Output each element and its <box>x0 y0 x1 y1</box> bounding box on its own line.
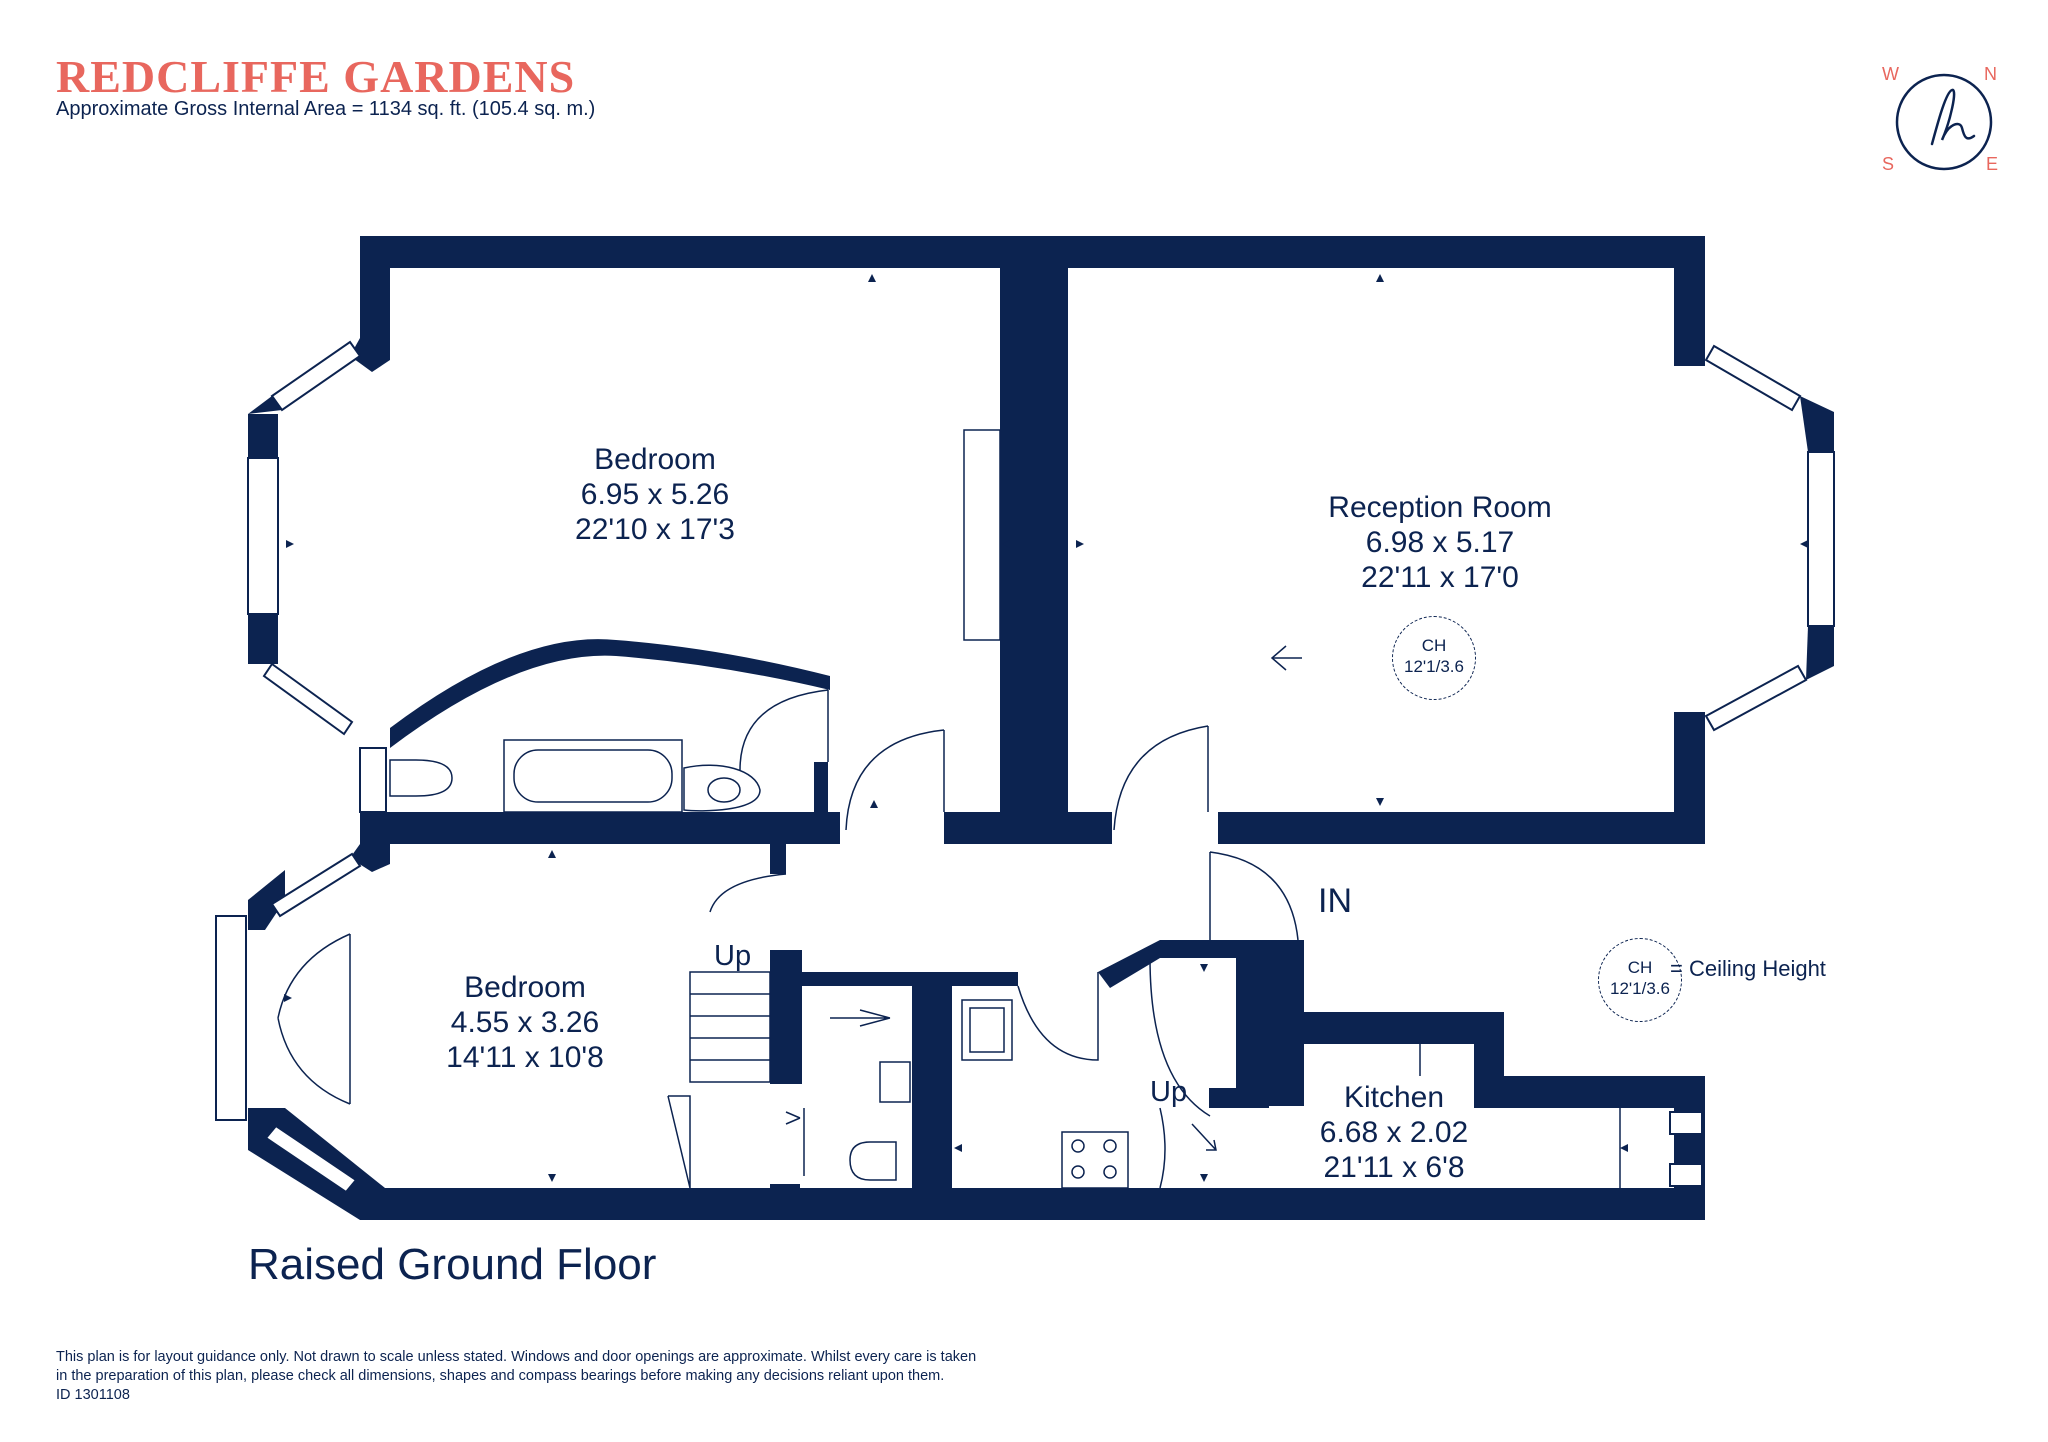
room-metric: 4.55 x 3.26 <box>450 1006 600 1039</box>
stairs <box>667 971 771 1189</box>
basin-icon <box>683 764 761 812</box>
compass-s: S <box>1882 154 1895 174</box>
room-name: Bedroom <box>594 443 716 476</box>
room-imperial: 14'11 x 10'8 <box>446 1041 604 1074</box>
compass-circle-icon <box>1895 73 1993 171</box>
room-name: Bedroom <box>464 971 586 1004</box>
up-arrow-icon <box>1191 1123 1217 1151</box>
stairs-up-label: Up <box>714 940 752 972</box>
hob-icon <box>1061 1131 1129 1189</box>
ch-value: 12'1/3.6 <box>1610 979 1670 998</box>
gross-internal-area: Approximate Gross Internal Area = 1134 s… <box>56 98 596 120</box>
dimension-markers <box>284 274 1808 1182</box>
compass-logo: W N S E <box>1880 62 1998 180</box>
room-metric: 6.95 x 5.26 <box>580 478 730 511</box>
room-kitchen: Kitchen 6.68 x 2.02 21'11 x 6'8 <box>1320 1080 1468 1185</box>
room-bedroom-2: Bedroom 4.55 x 3.26 14'11 x 10'8 <box>446 970 604 1075</box>
walls <box>248 236 1705 1220</box>
compass-w: W <box>1882 64 1899 84</box>
disclaimer: This plan is for layout guidance only. N… <box>56 1348 976 1405</box>
room-imperial: 22'11 x 17'0 <box>1361 561 1519 594</box>
disclaimer-line-1: This plan is for layout guidance only. N… <box>56 1349 977 1365</box>
disclaimer-line-2: in the preparation of this plan, please … <box>56 1368 945 1384</box>
bathtub-icon <box>503 739 683 813</box>
ceiling-height-marker: CH 12'1/3.6 <box>1392 616 1476 700</box>
room-name: Kitchen <box>1343 1081 1445 1114</box>
ceiling-height-legend: = Ceiling Height <box>1670 956 1826 981</box>
stairs-up-label-kitchen: Up <box>1150 1076 1188 1108</box>
bay-corners <box>248 396 1834 680</box>
room-imperial: 21'11 x 6'8 <box>1323 1151 1465 1184</box>
door-swings <box>277 689 1299 1189</box>
ceiling-height-legend-marker: CH 12'1/3.6 <box>1598 938 1682 1022</box>
entrance-label: IN <box>1318 882 1352 920</box>
ch-abbrev: CH <box>1421 636 1447 655</box>
wc-basin-icon <box>879 1061 911 1103</box>
room-metric: 6.68 x 2.02 <box>1319 1116 1469 1149</box>
toilet-icon <box>389 759 453 797</box>
compass-n: N <box>1984 64 1997 84</box>
ch-value: 12'1/3.6 <box>1404 657 1464 676</box>
property-title: REDCLIFFE GARDENS <box>56 51 576 102</box>
fixtures <box>389 645 1621 1189</box>
compass-e: E <box>1986 154 1999 174</box>
room-metric: 6.98 x 5.17 <box>1365 526 1515 559</box>
kitchen-sink-icon <box>961 999 1013 1061</box>
room-name: Reception Room <box>1328 491 1552 524</box>
plan-id: ID 1301108 <box>56 1387 130 1403</box>
room-reception: Reception Room 6.98 x 5.17 22'11 x 17'0 <box>1328 490 1551 595</box>
windows <box>215 340 1835 1194</box>
room-imperial: 22'10 x 17'3 <box>575 513 735 546</box>
wc-toilet-icon <box>849 1141 897 1181</box>
chimney-breast <box>963 429 1001 641</box>
ch-abbrev: CH <box>1627 958 1653 977</box>
room-bedroom-1: Bedroom 6.95 x 5.26 22'10 x 17'3 <box>575 442 735 547</box>
floor-name: Raised Ground Floor <box>248 1240 657 1289</box>
